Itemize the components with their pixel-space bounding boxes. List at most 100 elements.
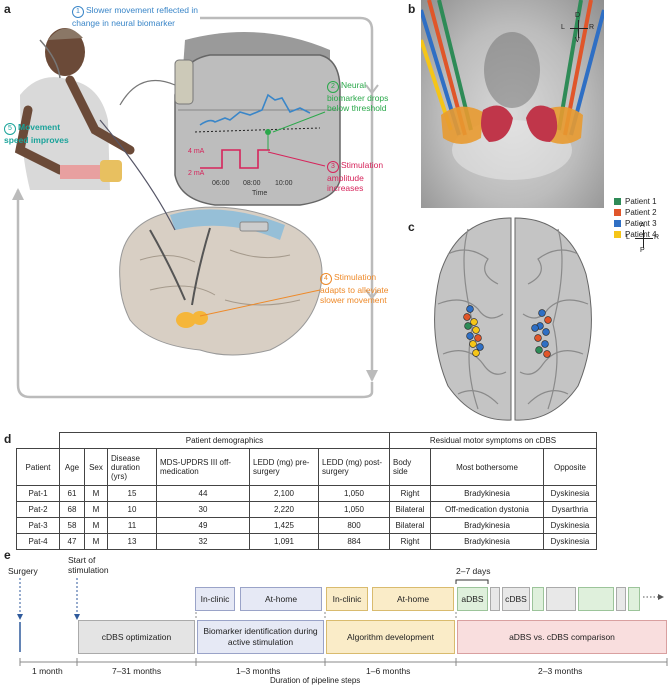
orient-b-down: V <box>575 37 580 44</box>
legend-item: Patient 2 <box>614 207 657 218</box>
cell: 800 <box>318 517 390 534</box>
cell: Bradykinesia <box>430 533 544 550</box>
sub-green-3 <box>578 587 614 611</box>
col-header: Most bothersome <box>430 448 544 486</box>
orient-c-right: R <box>654 234 660 241</box>
legend-label: Patient 3 <box>625 219 657 228</box>
col-header: Body side <box>389 448 431 486</box>
cell: Pat-1 <box>16 485 60 502</box>
callout-3-number: 3 <box>327 161 339 173</box>
sub-green-2 <box>532 587 544 611</box>
sub-at-home-1: At-home <box>240 587 322 611</box>
days-label: 2–7 days <box>456 566 491 576</box>
duration-phase-4: 2–3 months <box>538 666 583 676</box>
panel-label-c: c <box>408 220 415 234</box>
cell: Bradykinesia <box>430 517 544 534</box>
orient-b-left: L <box>561 24 565 31</box>
time-tick-1: 06:00 <box>212 180 230 187</box>
patient-legend: Patient 1 Patient 2 Patient 3 Patient 4 <box>614 196 657 240</box>
brain-illustration <box>119 206 323 356</box>
cell: M <box>84 501 108 518</box>
neurostimulator-device <box>174 32 341 206</box>
cell: 68 <box>59 501 85 518</box>
callout-4-number: 4 <box>320 273 332 285</box>
orient-c-down: P <box>640 247 645 254</box>
legend-swatch <box>614 198 621 205</box>
cell: 47 <box>59 533 85 550</box>
cell: 49 <box>156 517 250 534</box>
duration-surgery: 1 month <box>32 666 63 676</box>
time-tick-2: 08:00 <box>243 180 261 187</box>
surgery-label: Surgery <box>8 566 38 576</box>
cell: Bradykinesia <box>430 485 544 502</box>
legend-swatch <box>614 209 621 216</box>
legend-swatch <box>614 231 621 238</box>
legend-item: Patient 3 <box>614 218 657 229</box>
col-header: Patient <box>16 448 60 486</box>
cell: Pat-4 <box>16 533 60 550</box>
callout-2-text: Neural biomarker drops below threshold <box>327 80 389 113</box>
cell: 1,091 <box>249 533 319 550</box>
legend-label: Patient 1 <box>625 197 657 206</box>
cell: Dyskinesia <box>543 517 597 534</box>
col-header: Age <box>59 448 85 486</box>
callout-5-text: Movement speed improves <box>4 122 69 145</box>
crosshair-icon <box>635 238 653 239</box>
cell: Bilateral <box>389 501 431 518</box>
cell: M <box>84 517 108 534</box>
crosshair-icon <box>570 28 588 29</box>
cell: M <box>84 533 108 550</box>
duration-axis-label: Duration of pipeline steps <box>270 676 361 685</box>
callout-4-text: Stimulation adapts to alleviate slower m… <box>320 272 389 305</box>
callout-1-text: Slower movement reflected in change in n… <box>72 5 198 28</box>
panel-label-b: b <box>408 2 416 16</box>
cell: Dysarthria <box>543 501 597 518</box>
cell: 15 <box>107 485 157 502</box>
sub-in-clinic-2: In-clinic <box>326 587 368 611</box>
col-header: MDS-UPDRS III off-medication <box>156 448 250 486</box>
time-tick-3: 10:00 <box>275 180 293 187</box>
table-header-row: Patient Age Sex Disease duration (yrs) M… <box>16 448 597 486</box>
sub-adbs: aDBS <box>457 587 488 611</box>
amp-low-label: 2 mA <box>188 170 205 177</box>
legend-label: Patient 4 <box>625 230 657 239</box>
cell: Dyskinesia <box>543 485 597 502</box>
sub-gray-2 <box>546 587 576 611</box>
cell: Off-medication dystonia <box>430 501 544 518</box>
cell: Dyskinesia <box>543 533 597 550</box>
orientation-c: A P L R <box>626 222 660 256</box>
cell: 11 <box>107 517 157 534</box>
cell: Right <box>389 533 431 550</box>
sub-gap-1 <box>490 587 500 611</box>
panel-c-cortex <box>434 217 592 421</box>
cell: 2,220 <box>249 501 319 518</box>
orient-b-up: D <box>575 12 581 19</box>
cell: 1,425 <box>249 517 319 534</box>
start-stimulation-label: Start of stimulation <box>68 555 109 575</box>
orientation-b: D V L R <box>561 12 595 46</box>
orient-c-up: A <box>640 222 645 229</box>
sub-green-4 <box>628 587 640 611</box>
phase-algorithm-development: Algorithm development <box>326 620 455 654</box>
patient-figure <box>14 28 135 190</box>
callout-1-number: 1 <box>72 6 84 18</box>
cell: 1,050 <box>318 501 390 518</box>
cell: 30 <box>156 501 250 518</box>
phase-cdbs-optimization: cDBS optimization <box>78 620 195 654</box>
mri-overlay <box>421 0 604 180</box>
duration-phase-1: 7–31 months <box>112 666 162 676</box>
legend-label: Patient 2 <box>625 208 657 217</box>
cell: M <box>84 485 108 502</box>
col-header: LEDD (mg) post-surgery <box>318 448 390 486</box>
panel-label-a: a <box>4 2 11 16</box>
legend-swatch <box>614 220 621 227</box>
col-header: LEDD (mg) pre-surgery <box>249 448 319 486</box>
duration-phase-2: 1–3 months <box>236 666 281 676</box>
group-header-demographics: Patient demographics <box>59 432 390 449</box>
